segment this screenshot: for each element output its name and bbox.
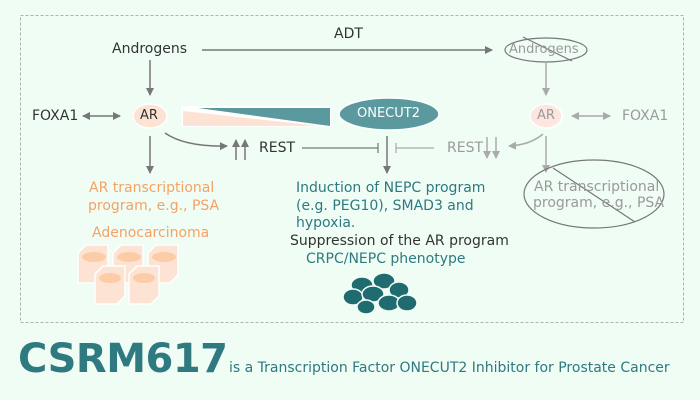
ar-to-rest-arrow <box>164 132 228 151</box>
ar-label: AR <box>140 108 158 123</box>
ar-program-strike <box>552 167 636 223</box>
nepc-induction-line-3: hypoxia. <box>296 215 356 231</box>
phenotype-label: CRPC/NEPC phenotype <box>306 251 466 267</box>
ar-program-line-2: program, e.g., PSA <box>88 198 220 214</box>
androgens-strike <box>522 36 573 62</box>
ar-node <box>132 103 168 129</box>
androgens-right-label: Androgens <box>509 42 579 57</box>
rest-right-label: REST <box>447 140 484 156</box>
nepc-cell-cluster-icon <box>342 272 418 315</box>
diagram-frame <box>20 15 684 323</box>
adenocarcinoma-label: Adenocarcinoma <box>92 225 210 241</box>
onecut2-label: ONECUT2 <box>357 106 420 121</box>
suppression-label: Suppression of the AR program <box>290 233 509 249</box>
adenocarcinoma-cells-icon <box>77 244 179 305</box>
ar-program-line-1: AR transcriptional <box>89 180 215 196</box>
ar-program-right-line-2: program, e.g., PSA <box>533 195 665 211</box>
rest-label: REST <box>259 140 296 156</box>
ar-onecut2-balance-wedge <box>181 106 331 127</box>
ar-to-rest-right-arrow <box>508 133 544 150</box>
onecut2-node <box>338 97 440 131</box>
androgens-crossed-node <box>504 37 588 63</box>
nepc-induction-line-2: (e.g. PEG10), SMAD3 and <box>296 198 474 214</box>
nepc-induction-line-1: Induction of NEPC program <box>296 180 486 196</box>
compound-subtitle: is a Transcription Factor ONECUT2 Inhibi… <box>229 360 670 376</box>
rest-down-arrows-icon <box>483 137 500 159</box>
ar-program-crossed-node <box>523 159 665 229</box>
ar-program-right-line-1: AR transcriptional <box>534 179 660 195</box>
rest-up-arrows-icon <box>232 139 249 160</box>
foxa1-right-label: FOXA1 <box>622 108 669 124</box>
adt-label: ADT <box>334 26 363 42</box>
androgens-label: Androgens <box>112 41 188 57</box>
foxa1-label: FOXA1 <box>32 108 79 124</box>
compound-title: CSRM617 <box>18 336 228 382</box>
ar-right-node <box>529 103 563 129</box>
ar-right-label: AR <box>537 108 555 123</box>
